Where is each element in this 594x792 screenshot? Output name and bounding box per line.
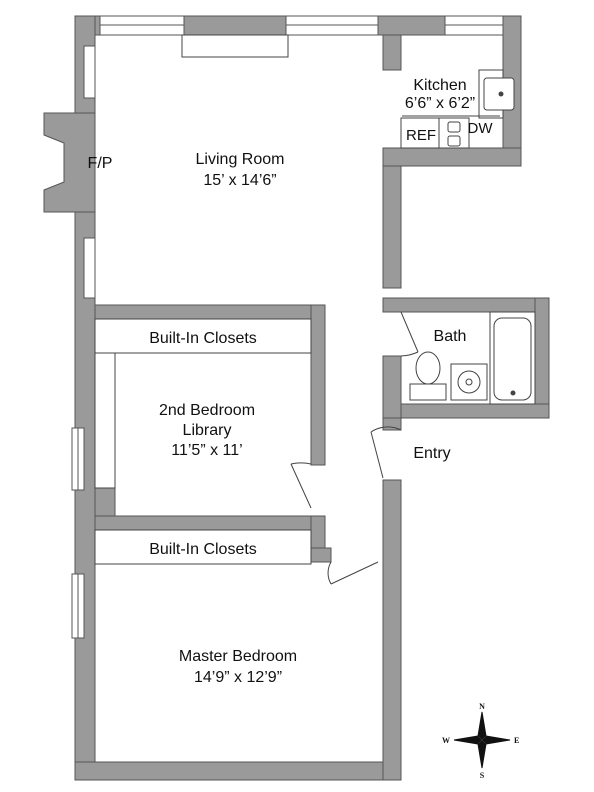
compass-north: N (479, 702, 485, 711)
second-bedroom-size: 11’5” x 11’ (171, 442, 242, 459)
refrigerator-label: REF (406, 127, 436, 144)
bath-label: Bath (434, 328, 467, 345)
fireplace-label: F/P (88, 155, 113, 172)
kitchen-size: 6’6” x 6’2” (405, 95, 475, 112)
radiator (181, 34, 289, 58)
interior-walls (94, 34, 402, 563)
closets-lower-label: Built-In Closets (149, 541, 257, 558)
doors (290, 311, 419, 585)
closets-upper-label: Built-In Closets (149, 330, 257, 347)
compass-west: W (442, 736, 450, 745)
compass-rose: N S E W (442, 702, 519, 780)
dishwasher-label: DW (468, 120, 494, 137)
kitchen-name: Kitchen (413, 77, 466, 94)
kitchen-fixtures (400, 69, 515, 149)
master-bedroom-size: 14’9” x 12’9” (194, 669, 282, 686)
second-bedroom-subname: Library (183, 422, 232, 439)
entry-label: Entry (413, 445, 450, 462)
exterior-walls (43, 15, 550, 781)
compass-east: E (514, 736, 519, 745)
closets (94, 318, 312, 565)
compass-star-fill (478, 712, 486, 740)
bath-fixtures (409, 311, 536, 405)
living-room-size: 15’ x 14’6” (203, 172, 276, 189)
windows (71, 15, 504, 639)
living-room-name: Living Room (196, 151, 285, 168)
compass-south: S (480, 771, 485, 780)
master-bedroom-name: Master Bedroom (179, 648, 297, 665)
second-bedroom-name: 2nd Bedroom (159, 402, 255, 419)
